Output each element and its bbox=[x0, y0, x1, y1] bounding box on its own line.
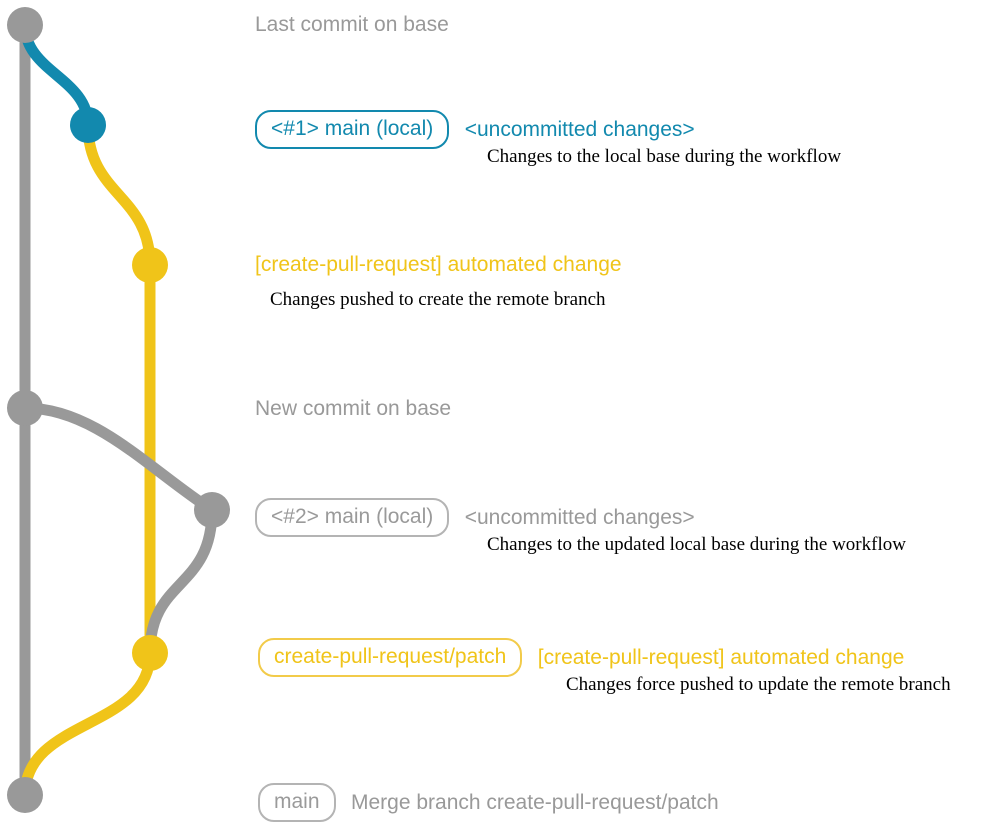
commit-headline-base-last: Last commit on base bbox=[255, 13, 449, 36]
branch-pill-create-pull-request-patch[interactable]: create-pull-request/patch bbox=[258, 638, 523, 677]
yellow-branch-line-1 bbox=[82, 119, 156, 271]
commit-node-base-new[interactable] bbox=[7, 390, 43, 426]
commit-row-base-merge: main Merge branch create-pull-request/pa… bbox=[258, 783, 719, 822]
commit-node-base-last[interactable] bbox=[7, 7, 43, 43]
commit-headline-automated-change-2: [create-pull-request] automated change bbox=[537, 645, 905, 669]
commit-row-base-last: Last commit on base bbox=[255, 13, 449, 37]
commit-subtext-local-main-1: Changes to the local base during the wor… bbox=[487, 146, 842, 167]
branch-pill-main[interactable]: main bbox=[258, 783, 336, 822]
gray-branch-line-to-patch bbox=[144, 504, 218, 659]
gray-branch-line-to-local-2 bbox=[19, 402, 218, 516]
yellow-merge-line bbox=[19, 647, 156, 801]
commit-subtext-automated-change-1: Changes pushed to create the remote bran… bbox=[270, 289, 606, 310]
commit-headline-local-main-1: <uncommitted changes> bbox=[464, 117, 695, 141]
commit-subtext-automated-change-2: Changes force pushed to update the remot… bbox=[566, 674, 951, 695]
commit-headline-base-merge: Merge branch create-pull-request/patch bbox=[350, 790, 719, 814]
branch-pill-local-main-2[interactable]: <#2> main (local) bbox=[255, 498, 450, 537]
commit-node-base-merge[interactable] bbox=[7, 777, 43, 813]
commit-row-local-main-1: <#1> main (local) <uncommitted changes> bbox=[255, 110, 695, 149]
commit-node-automated-change-1[interactable] bbox=[132, 247, 168, 283]
branch-pill-local-main-1[interactable]: <#1> main (local) bbox=[255, 110, 450, 149]
commit-row-automated-change-1: [create-pull-request] automated change bbox=[255, 253, 622, 277]
commit-row-automated-change-2: create-pull-request/patch [create-pull-r… bbox=[258, 638, 904, 677]
commit-node-local-main-1[interactable] bbox=[70, 107, 106, 143]
commit-headline-base-new: New commit on base bbox=[255, 397, 452, 420]
commit-node-automated-change-2[interactable] bbox=[132, 635, 168, 671]
commit-subtext-local-main-2: Changes to the updated local base during… bbox=[487, 534, 906, 555]
commit-row-local-main-2: <#2> main (local) <uncommitted changes> bbox=[255, 498, 695, 537]
commit-headline-local-main-2: <uncommitted changes> bbox=[464, 505, 695, 529]
commit-node-local-main-2[interactable] bbox=[194, 492, 230, 528]
commit-headline-automated-change-1: [create-pull-request] automated change bbox=[255, 253, 622, 276]
commit-row-base-new: New commit on base bbox=[255, 397, 451, 421]
